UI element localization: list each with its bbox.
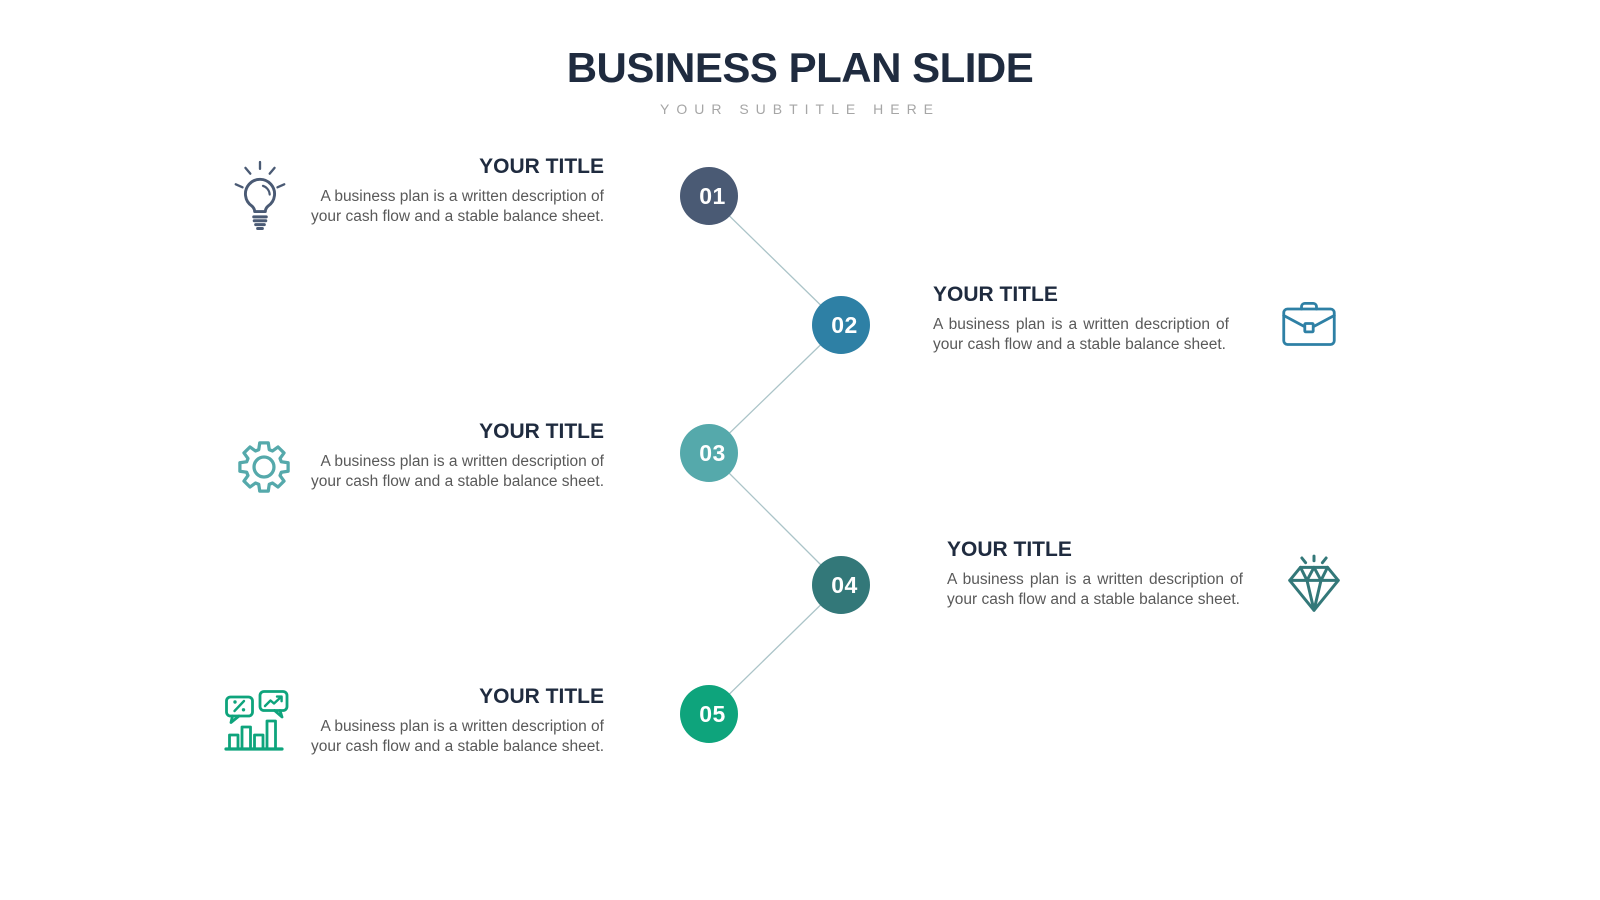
step-number: 05 xyxy=(699,700,726,727)
item-description: A business plan is a written description… xyxy=(311,453,604,490)
step-circle-01: 01 xyxy=(680,167,738,225)
item-description: A business plan is a written description… xyxy=(947,571,1243,608)
step-circle-03: 03 xyxy=(680,424,738,482)
item-description: A business plan is a written description… xyxy=(311,188,604,225)
diamond-icon xyxy=(1286,554,1342,618)
step-number: 02 xyxy=(831,311,858,338)
slide-header: BUSINESS PLAN SLIDE YOUR SUBTITLE HERE xyxy=(0,44,1600,118)
step-circle-04: 04 xyxy=(812,556,870,614)
gear-icon xyxy=(235,438,293,496)
page-subtitle: YOUR SUBTITLE HERE xyxy=(659,101,941,117)
step-circle-02: 02 xyxy=(812,296,870,354)
item-title: YOUR TITLE xyxy=(479,155,604,178)
step-circle-05: 05 xyxy=(680,685,738,743)
step-number: 03 xyxy=(699,439,726,466)
chart-bubbles-icon xyxy=(224,688,290,752)
item-title: YOUR TITLE xyxy=(479,685,604,708)
lightbulb-icon xyxy=(227,158,293,234)
item-description: A business plan is a written description… xyxy=(933,316,1229,353)
step-number: 04 xyxy=(831,571,858,598)
item-title: YOUR TITLE xyxy=(947,538,1072,561)
page-title: BUSINESS PLAN SLIDE xyxy=(566,44,1034,91)
item-title: YOUR TITLE xyxy=(479,420,604,443)
item-description: A business plan is a written description… xyxy=(311,718,604,755)
step-number: 01 xyxy=(699,182,726,209)
item-title: YOUR TITLE xyxy=(933,283,1058,306)
briefcase-icon xyxy=(1280,296,1338,350)
